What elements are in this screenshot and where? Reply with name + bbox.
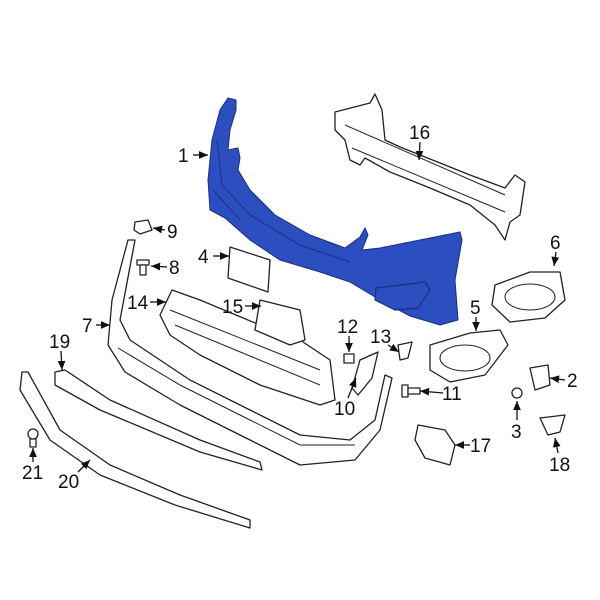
callout-11[interactable]: 11 [442, 384, 462, 405]
callout-arrows [29, 141, 566, 473]
callout-1[interactable]: 1 [178, 146, 189, 167]
part-13-bracket[interactable] [397, 341, 413, 361]
callout-6[interactable]: 6 [550, 233, 561, 254]
part-8-screw[interactable] [136, 259, 150, 276]
part-19-air-deflector[interactable] [54, 369, 263, 471]
callout-labels: 1 2 3 4 5 6 7 8 9 10 11 12 13 14 15 16 1… [22, 123, 578, 493]
part-20-lower-spoiler[interactable] [19, 371, 251, 529]
part-3-screw[interactable] [511, 387, 523, 399]
callout-14[interactable]: 14 [127, 293, 149, 314]
callout-17[interactable]: 17 [470, 436, 491, 457]
part-10-bracket[interactable] [351, 351, 379, 396]
part-6-fog-bezel[interactable] [491, 271, 566, 323]
part-21-push-pin[interactable] [27, 428, 39, 448]
part-2-bracket[interactable] [529, 364, 551, 391]
callout-5[interactable]: 5 [470, 298, 481, 319]
part-7-bumper-cover-lower[interactable] [107, 239, 393, 466]
callout-21[interactable]: 21 [22, 463, 43, 484]
callout-2[interactable]: 2 [567, 371, 578, 392]
part-9-clip[interactable] [133, 219, 153, 235]
part-15-bracket[interactable] [254, 299, 306, 346]
callout-19[interactable]: 19 [49, 332, 70, 353]
callout-7[interactable]: 7 [82, 316, 93, 337]
callout-3[interactable]: 3 [511, 422, 522, 443]
part-1-bumper-cover-upper[interactable] [207, 97, 463, 326]
callout-12[interactable]: 12 [337, 317, 358, 338]
callout-9[interactable]: 9 [167, 222, 178, 243]
part-12-clip[interactable] [343, 353, 355, 364]
part-14-grille[interactable] [159, 289, 336, 406]
callout-20[interactable]: 20 [58, 472, 79, 493]
callout-4[interactable]: 4 [198, 247, 209, 268]
callout-18[interactable]: 18 [549, 455, 570, 476]
callout-8[interactable]: 8 [169, 258, 180, 279]
part-4-license-bracket[interactable] [227, 246, 271, 293]
callout-13[interactable]: 13 [370, 327, 391, 348]
callout-16[interactable]: 16 [409, 123, 430, 144]
part-17-sensor[interactable] [414, 424, 456, 466]
part-16-reinforcement-beam[interactable] [334, 93, 526, 241]
part-18-bracket[interactable] [539, 414, 566, 436]
part-11-bolt[interactable] [401, 384, 421, 398]
part-5-fog-bezel[interactable] [429, 329, 509, 383]
callout-15[interactable]: 15 [222, 297, 243, 318]
callout-10[interactable]: 10 [334, 399, 355, 420]
